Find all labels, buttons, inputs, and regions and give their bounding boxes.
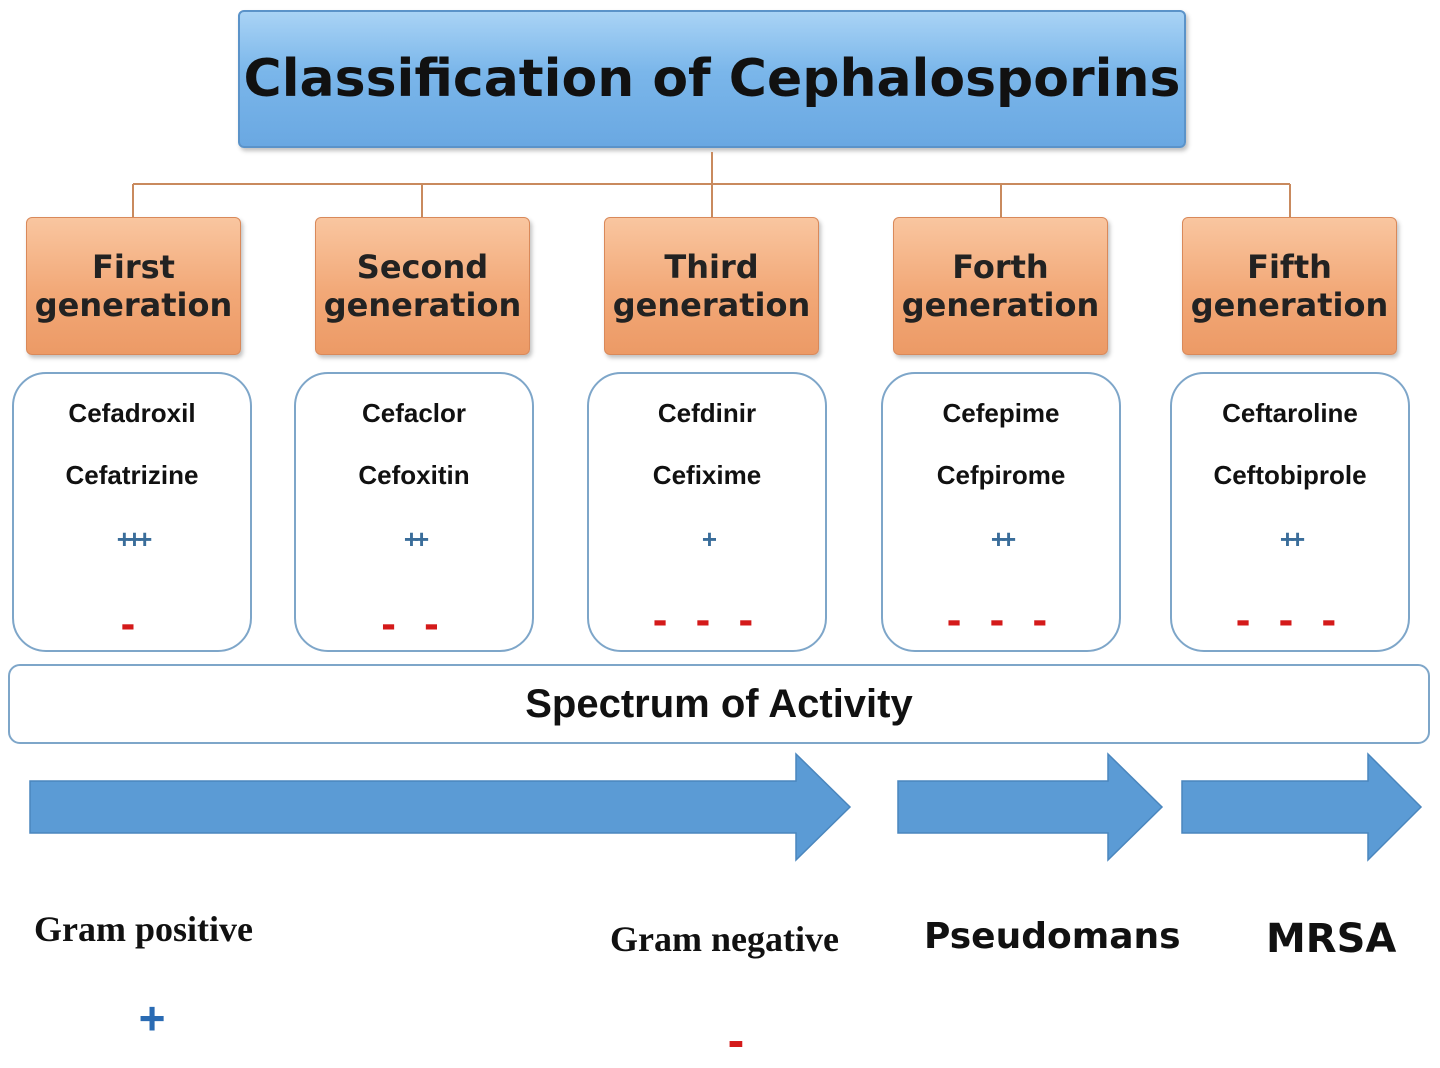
drug-name: Cefpirome	[936, 460, 1066, 490]
gram-positive-activity: ++	[990, 524, 1016, 554]
generation-word: generation	[612, 286, 811, 324]
generation-name: Forth	[952, 248, 1049, 286]
drug-name: Ceftaroline	[1222, 398, 1358, 428]
arrow-gram-icon	[29, 752, 852, 862]
generation-name: Second	[356, 248, 489, 286]
generation-name: Fifth	[1247, 248, 1332, 286]
gram-negative-label: Gram negative	[610, 919, 839, 959]
arrow-mrsa-icon	[1181, 752, 1423, 862]
generation-name: Third	[664, 248, 759, 286]
drug-box-third: Cefdinir Cefixime + - - -	[587, 372, 827, 652]
diagram-title: Classification of Cephalosporins	[243, 49, 1181, 109]
gram-positive-symbol: +	[138, 992, 166, 1044]
generation-box-first: First generation	[26, 217, 241, 355]
drug-name: Cefixime	[652, 460, 762, 490]
gram-negative-activity: -	[120, 599, 144, 648]
gram-negative-symbol: -	[727, 1012, 745, 1068]
drug-name: Cefdinir	[657, 398, 757, 428]
generation-box-third: Third generation	[604, 217, 819, 355]
gram-positive-label: Gram positive	[34, 909, 253, 949]
drug-name: Cefatrizine	[65, 460, 199, 490]
gram-negative-activity: - - -	[1235, 595, 1345, 644]
drug-box-second: Cefaclor Cefoxitin ++ - -	[294, 372, 534, 652]
spectrum-label: Spectrum of Activity	[525, 681, 913, 726]
generation-box-forth: Forth generation	[893, 217, 1108, 355]
drug-box-first: Cefadroxil Cefatrizine +++ -	[12, 372, 252, 652]
pseudomonas-label: Pseudomans	[924, 916, 1181, 957]
gram-positive-activity: ++	[1279, 524, 1305, 554]
tree-connectors	[132, 152, 1291, 217]
gram-negative-activity: - - -	[652, 595, 762, 644]
spectrum-arrows	[29, 752, 1423, 862]
gram-negative-activity: - - -	[946, 595, 1056, 644]
drug-name: Ceftobiprole	[1213, 460, 1367, 490]
generation-word: generation	[1190, 286, 1389, 324]
drug-name: Cefaclor	[361, 398, 467, 428]
generation-box-fifth: Fifth generation	[1182, 217, 1397, 355]
title-box: Classification of Cephalosporins	[238, 10, 1186, 148]
generation-box-second: Second generation	[315, 217, 530, 355]
mrsa-label: MRSA	[1266, 916, 1397, 962]
spectrum-bar: Spectrum of Activity	[8, 664, 1430, 744]
drug-name: Cefepime	[942, 398, 1060, 428]
generation-name: First	[92, 248, 175, 286]
generation-word: generation	[901, 286, 1100, 324]
gram-positive-activity: ++	[403, 524, 429, 554]
drug-box-fifth: Ceftaroline Ceftobiprole ++ - - -	[1170, 372, 1410, 652]
drug-name: Cefadroxil	[68, 398, 196, 428]
gram-positive-activity: +++	[116, 524, 153, 554]
arrow-pseudomonas-icon	[897, 752, 1164, 862]
drug-name: Cefoxitin	[358, 460, 470, 490]
generation-word: generation	[34, 286, 233, 324]
gram-positive-activity: +	[701, 524, 717, 554]
generation-word: generation	[323, 286, 522, 324]
drug-box-forth: Cefepime Cefpirome ++ - - -	[881, 372, 1121, 652]
gram-negative-activity: - -	[381, 599, 447, 648]
